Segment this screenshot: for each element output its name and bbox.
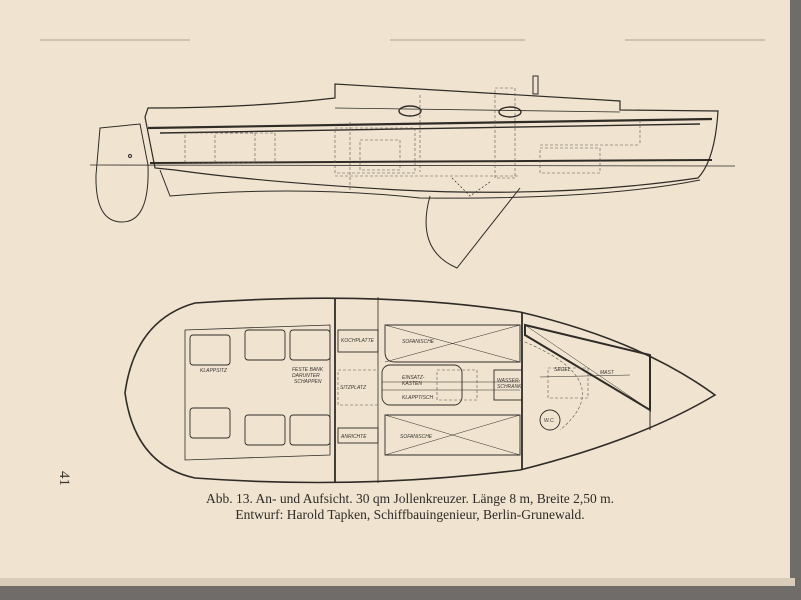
label-einsatz: KASTEN (402, 381, 422, 387)
hull-bottom (159, 169, 701, 199)
label-feste-bank: SCHAPPEN (294, 379, 322, 385)
porthole (498, 106, 522, 118)
label-klappsitz: KLAPPSITZ (200, 368, 228, 374)
label-wc: W.C. (544, 418, 555, 424)
label-wasser: SCHRANK (497, 384, 522, 390)
label-sofanische: SOFANISCHE (402, 339, 435, 345)
label-wasser: WASSER- (497, 378, 521, 384)
deck-outline (124, 297, 717, 484)
centerboard (425, 187, 521, 269)
plan-view (124, 297, 717, 484)
porthole (398, 105, 422, 117)
label-segel: SEGEL (554, 367, 571, 373)
label-einsatz: EINSATZ- (402, 375, 425, 381)
label-klapptisch: KLAPPTISCH (402, 395, 434, 401)
label-feste-bank: DARUNTER (292, 373, 320, 379)
figure-caption: Abb. 13. An- und Aufsicht. 30 qm Jollenk… (206, 491, 614, 506)
label-sitzplatz: SITZPLATZ (340, 385, 367, 391)
label-anrichte: ANRICHTE (340, 434, 367, 440)
label-kochplatte: KOCHPLATTE (341, 338, 375, 344)
page-edge (0, 578, 795, 586)
side-elevation (89, 75, 736, 269)
rudder (95, 123, 149, 223)
label-feste-bank: FESTE BANK (292, 367, 324, 373)
book-page (0, 0, 790, 585)
label-sofanische: SOFANISCHE (400, 434, 433, 440)
waterline (89, 164, 736, 167)
rudder-pin (128, 154, 132, 158)
plan-labels: KLAPPSITZ FESTE BANK DARUNTER SCHAPPEN K… (200, 338, 615, 440)
label-mast: MAST (600, 370, 615, 376)
page-number: 41 (56, 471, 72, 486)
wc-bowl (539, 409, 561, 431)
chimney (532, 75, 539, 95)
figure-credit: Entwurf: Harold Tapken, Schiffbauingenie… (235, 507, 585, 522)
hull-outline (144, 83, 719, 193)
